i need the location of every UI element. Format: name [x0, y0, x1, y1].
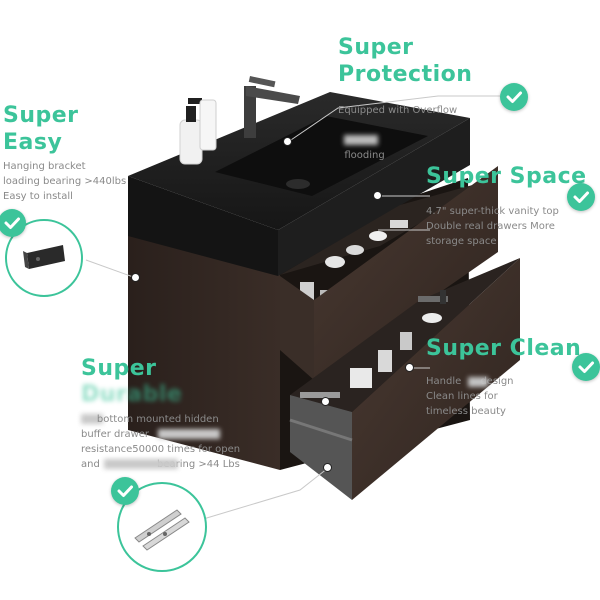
protection-desc-line2: flooding: [344, 150, 385, 161]
faucet-handle: [248, 75, 276, 88]
clean-title: Super Clean: [426, 336, 582, 361]
space-desc-line1: 4.7" super-thick vanity top: [426, 206, 559, 217]
lower-drawer-front: [352, 258, 520, 500]
durable-desc-blur-2: [158, 429, 220, 439]
durable-desc-blur-1: [81, 414, 103, 424]
easy-title-line2: Easy: [3, 130, 63, 155]
clean-desc-line1: Handle design: [426, 376, 514, 387]
cabinet-side: [128, 230, 280, 470]
durable-desc-line3: resistance50000 times for open: [81, 444, 241, 455]
space-desc-line3: storage space: [426, 236, 497, 247]
drawer-slide-icon: [134, 509, 190, 551]
durable-desc-line2: buffer drawer: [81, 429, 150, 440]
marker-dot-durable-2: [323, 463, 332, 472]
clean-desc-line3: timeless beauty: [426, 406, 506, 417]
marker-dot-durable-1: [321, 397, 330, 406]
durable-title-line2: Durable: [81, 382, 183, 407]
easy-desc-line3: Easy to install: [3, 191, 73, 202]
easy-desc-line2: loading bearing >440lbs: [3, 176, 127, 187]
countertop-left-face: [128, 176, 278, 276]
protection-title-line2: Protection: [338, 62, 473, 87]
upper-drawer-top: [280, 178, 498, 275]
check-icon: [572, 353, 600, 381]
space-title: Super Space: [426, 164, 587, 189]
marker-dot-clean: [405, 363, 414, 372]
upper-drawer-front: [314, 166, 498, 380]
space-desc-line2: Double real drawers More: [426, 221, 555, 232]
soap-bottle-2: [199, 99, 217, 151]
protection-desc-line1: Equipped with Overflow: [338, 105, 458, 116]
clean-desc-blur: [468, 377, 488, 387]
easy-title-line1: Super: [3, 103, 79, 128]
clean-desc-line2: Clean lines for: [426, 391, 498, 402]
durable-desc-blur-3: [104, 459, 178, 469]
upper-drawer-side: [280, 276, 314, 380]
marker-dot-protection: [283, 137, 292, 146]
check-icon: [500, 83, 528, 111]
easy-desc-line1: Hanging bracket: [3, 161, 86, 172]
lower-drawer-side: [290, 395, 352, 500]
faucet-body: [244, 86, 256, 138]
durable-title-line1: Super: [81, 356, 157, 381]
check-icon: [567, 183, 595, 211]
sink-drain: [286, 179, 310, 189]
marker-dot-space: [373, 191, 382, 200]
check-icon: [111, 477, 139, 505]
lower-drawer-items: [300, 290, 448, 398]
marker-dot-easy: [131, 273, 140, 282]
check-icon: [0, 209, 26, 237]
faucet-spout: [246, 86, 300, 104]
protection-title-line1: Super: [338, 35, 414, 60]
protection-desc-line2-prefix: flooding: [338, 118, 385, 163]
durable-desc-line1: bottom mounted hidden: [81, 414, 219, 425]
bracket-icon: [23, 245, 65, 269]
